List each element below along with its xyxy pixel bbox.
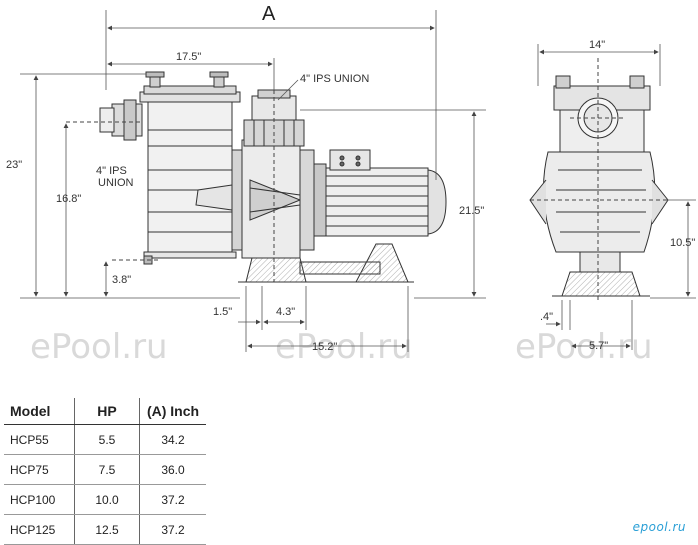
table-row: HCP100 10.0 37.2	[4, 484, 206, 515]
end-center-lines	[530, 58, 668, 300]
dim-a-label: A	[262, 3, 276, 25]
dim-4-3-label: 4.3"	[276, 306, 295, 318]
strainer-pot	[139, 71, 241, 265]
pump-base	[238, 243, 414, 283]
dim-0-4-label: .4"	[540, 311, 553, 323]
dim-15-2-label: 15.2"	[312, 341, 337, 353]
dim-14-label: 14"	[589, 39, 605, 51]
dim-5-7-label: 5.7"	[589, 340, 608, 352]
cell-hp: 7.5	[74, 454, 140, 485]
header-a-inch: (A) Inch	[139, 398, 206, 425]
cell-hp: 10.0	[74, 484, 140, 515]
dim-23-label: 23"	[6, 159, 22, 171]
site-logo: epool.ru	[632, 520, 686, 534]
dim-suction-union-line1: 4" IPS	[96, 165, 127, 177]
dim-suction-union-line2: UNION	[98, 177, 134, 189]
dim-17-5-label: 17.5"	[176, 51, 201, 63]
dim-21-5-label: 21.5"	[459, 205, 484, 217]
cell-a-inch: 34.2	[139, 424, 206, 455]
dim-3-8-label: 3.8"	[112, 274, 131, 286]
cell-a-inch: 36.0	[139, 454, 206, 485]
dim-16-8-label: 16.8"	[56, 193, 81, 205]
table-row: HCP125 12.5 37.2	[4, 514, 206, 545]
dim-10-5-label: 10.5"	[670, 237, 695, 249]
dim-1-5-label: 1.5"	[213, 306, 232, 318]
cell-model: HCP100	[4, 484, 75, 515]
center-lines	[66, 90, 275, 282]
header-model: Model	[4, 398, 75, 425]
side-view	[99, 71, 447, 283]
end-view	[529, 75, 669, 297]
table-row: HCP75 7.5 36.0	[4, 454, 206, 485]
cell-hp: 5.5	[74, 424, 140, 455]
end-dimensions	[537, 44, 696, 350]
cell-a-inch: 37.2	[139, 514, 206, 545]
pump-volute	[231, 139, 327, 259]
cell-model: HCP75	[4, 454, 75, 485]
suction-union	[99, 99, 143, 141]
table-header-row: Model HP (A) Inch	[4, 398, 206, 425]
pump-dimension-drawing: ePool.ru ePool.ru ePool.ru	[6, 3, 696, 367]
header-hp: HP	[74, 398, 140, 425]
cell-a-inch: 37.2	[139, 484, 206, 515]
motor	[325, 149, 447, 237]
watermark-2: ePool.ru	[275, 327, 413, 367]
cell-model: HCP55	[4, 424, 75, 455]
table-row: HCP55 5.5 34.2	[4, 424, 206, 455]
side-dimensions	[20, 10, 486, 352]
cell-model: HCP125	[4, 514, 75, 545]
cell-hp: 12.5	[74, 514, 140, 545]
watermark-1: ePool.ru	[30, 327, 168, 367]
model-spec-table: Model HP (A) Inch HCP55 5.5 34.2 HCP75 7…	[4, 398, 206, 545]
dim-discharge-union-label: 4" IPS UNION	[300, 73, 369, 85]
